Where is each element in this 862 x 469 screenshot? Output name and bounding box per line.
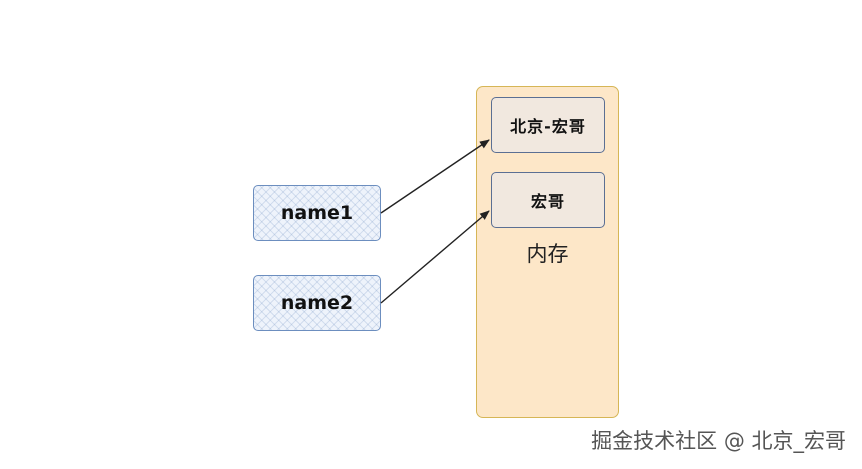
- variable-name2-box: name2: [253, 275, 381, 331]
- memory-value-1-box: 北京-宏哥: [491, 97, 605, 153]
- memory-value-1-label: 北京-宏哥: [510, 117, 586, 136]
- memory-value-2-label: 宏哥: [530, 192, 565, 211]
- watermark: 掘金技术社区 @ 北京_宏哥: [591, 429, 846, 453]
- variable-name1-box: name1: [253, 185, 381, 241]
- memory-label: 内存: [526, 242, 569, 266]
- arrow-name1-to-value-1: [380, 139, 490, 214]
- arrow-name2-to-value-2: [380, 210, 490, 304]
- memory-value-2-box: 宏哥: [491, 172, 605, 228]
- variable-name1-label: name1: [280, 202, 354, 224]
- variable-name2-label: name2: [280, 292, 354, 314]
